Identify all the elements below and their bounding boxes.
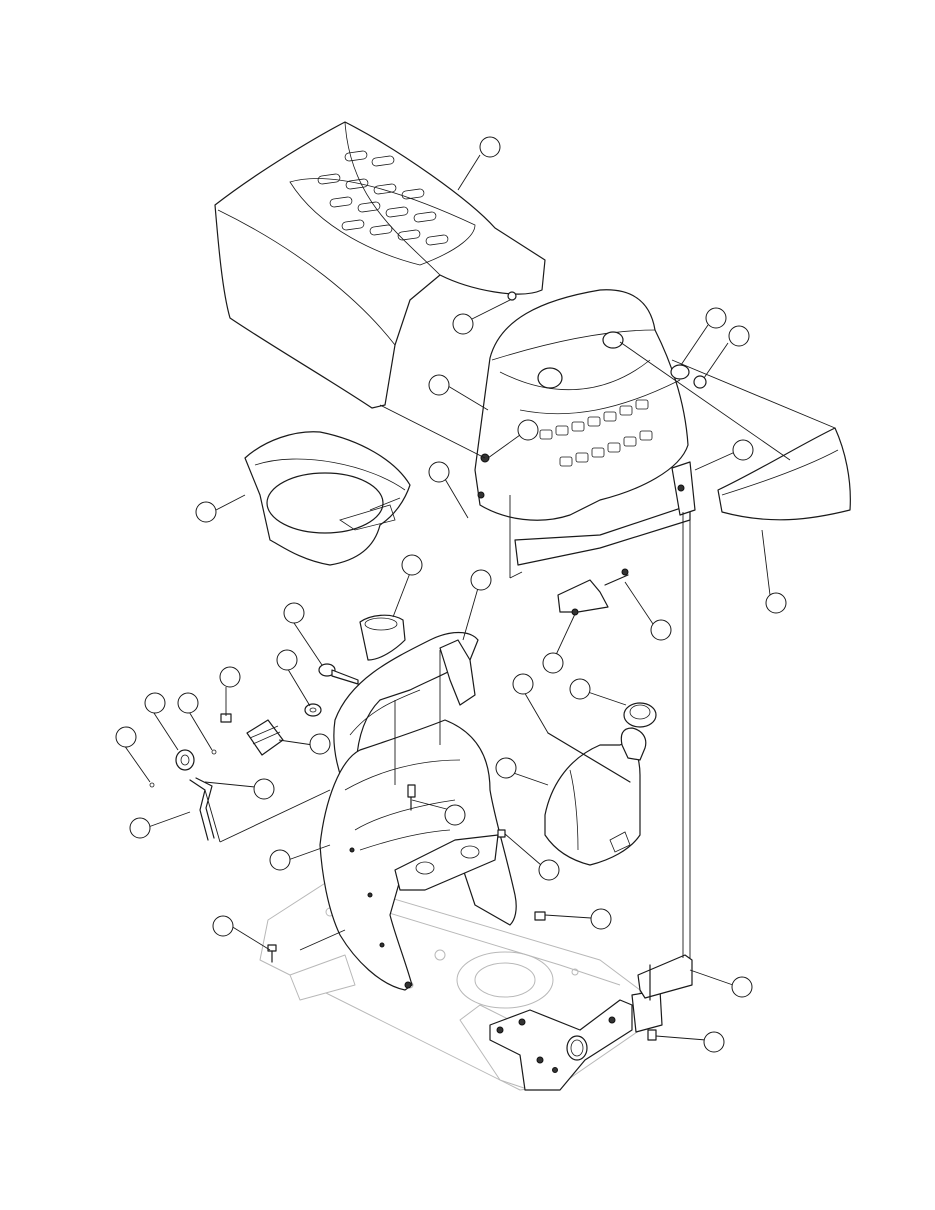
callout-12 [542, 652, 564, 674]
callout-20 [177, 692, 199, 714]
grille-slots [539, 399, 653, 467]
callout-28 [538, 859, 560, 881]
callout-6 [728, 325, 750, 347]
lower-right-bracket [637, 954, 693, 1041]
callout-31 [212, 915, 234, 937]
callout-30 [590, 908, 612, 930]
callouts [115, 136, 787, 1053]
callout-23 [129, 817, 151, 839]
key-nut [304, 703, 322, 717]
callout-19 [144, 692, 166, 714]
callout-5 [705, 307, 727, 329]
callout-11 [650, 619, 672, 641]
callout-26 [495, 757, 517, 779]
headlight-bulb [670, 364, 707, 389]
dash-main [319, 719, 517, 991]
fuel-tank [544, 727, 647, 866]
ignition-key [318, 663, 359, 685]
throttle-knob [149, 749, 217, 788]
callout-21 [115, 726, 137, 748]
callout-9 [195, 501, 217, 523]
callout-3 [428, 374, 450, 396]
callout-29 [269, 849, 291, 871]
callout-25 [569, 678, 591, 700]
fuel-cap [623, 702, 657, 728]
callout-17 [219, 666, 241, 688]
callout-8 [428, 461, 450, 483]
fuel-rod [547, 732, 631, 783]
hood-vents [317, 150, 449, 246]
callout-16 [276, 649, 298, 671]
throttle-lever [189, 777, 215, 841]
callout-33 [703, 1031, 725, 1053]
callout-22 [253, 778, 275, 800]
callout-15 [283, 602, 305, 624]
leader-lines [123, 154, 836, 1041]
callout-10 [765, 592, 787, 614]
callout-27 [444, 804, 466, 826]
headlight-switch [220, 713, 284, 756]
callout-7 [732, 439, 754, 461]
callout-24 [512, 673, 534, 695]
callout-32 [731, 976, 753, 998]
hood [214, 121, 546, 409]
front-bracket [557, 568, 629, 616]
steering-cover [359, 614, 406, 661]
dash-screws [267, 784, 546, 963]
callout-13 [401, 554, 423, 576]
callout-1 [479, 136, 501, 158]
inner-dash-panel [244, 431, 411, 566]
callout-2 [452, 313, 474, 335]
grille-nose [474, 289, 689, 521]
callout-18 [309, 733, 331, 755]
callout-14 [470, 569, 492, 591]
callout-4 [517, 419, 539, 441]
